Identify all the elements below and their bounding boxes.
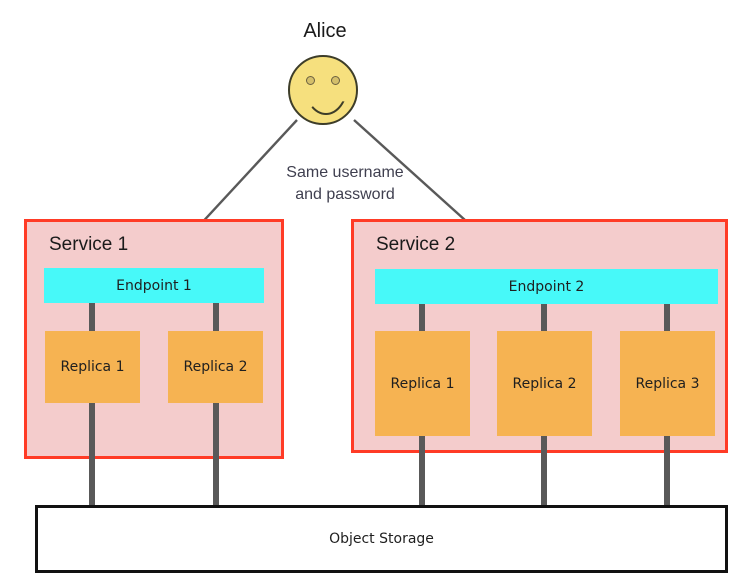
service-2-title: Service 2 (376, 234, 456, 255)
connector-s2-replica3-storage (664, 436, 670, 506)
caption-line-2: and password (295, 186, 395, 203)
actor-label: Alice (303, 20, 347, 42)
connector-s2-replica1-storage (419, 436, 425, 506)
connector-s2-replica2-storage (541, 436, 547, 506)
connector-s1-replica2-storage (213, 403, 219, 506)
connector-endpoint2-replica3 (664, 304, 670, 331)
object-storage-box[interactable]: Object Storage (35, 505, 728, 573)
connector-s1-replica1-storage (89, 403, 95, 506)
caption-line-1: Same username (286, 164, 404, 181)
connector-endpoint1-replica2 (213, 303, 219, 331)
service-2-replica-2[interactable]: Replica 2 (497, 331, 592, 436)
eye-right-icon (331, 76, 340, 85)
eye-left-icon (306, 76, 315, 85)
service-2-replica-3[interactable]: Replica 3 (620, 331, 715, 436)
smiley-face-icon (288, 55, 358, 125)
endpoint-2-box[interactable]: Endpoint 2 (375, 269, 718, 304)
service-1-replica-1[interactable]: Replica 1 (45, 331, 140, 403)
connector-endpoint1-replica1 (89, 303, 95, 331)
service-1-replica-2[interactable]: Replica 2 (168, 331, 263, 403)
connector-endpoint2-replica1 (419, 304, 425, 331)
smile-icon (304, 85, 348, 115)
service-2-replica-1[interactable]: Replica 1 (375, 331, 470, 436)
service-1-title: Service 1 (49, 234, 129, 255)
endpoint-1-box[interactable]: Endpoint 1 (44, 268, 264, 303)
connector-endpoint2-replica2 (541, 304, 547, 331)
arrow-caption: Same username and password (245, 162, 445, 206)
